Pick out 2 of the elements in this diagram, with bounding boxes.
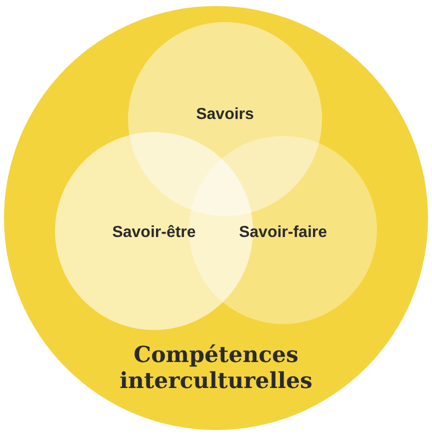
- circle-label: Savoirs: [195, 106, 255, 124]
- circle-label: Compétences interculturelles: [118, 342, 314, 395]
